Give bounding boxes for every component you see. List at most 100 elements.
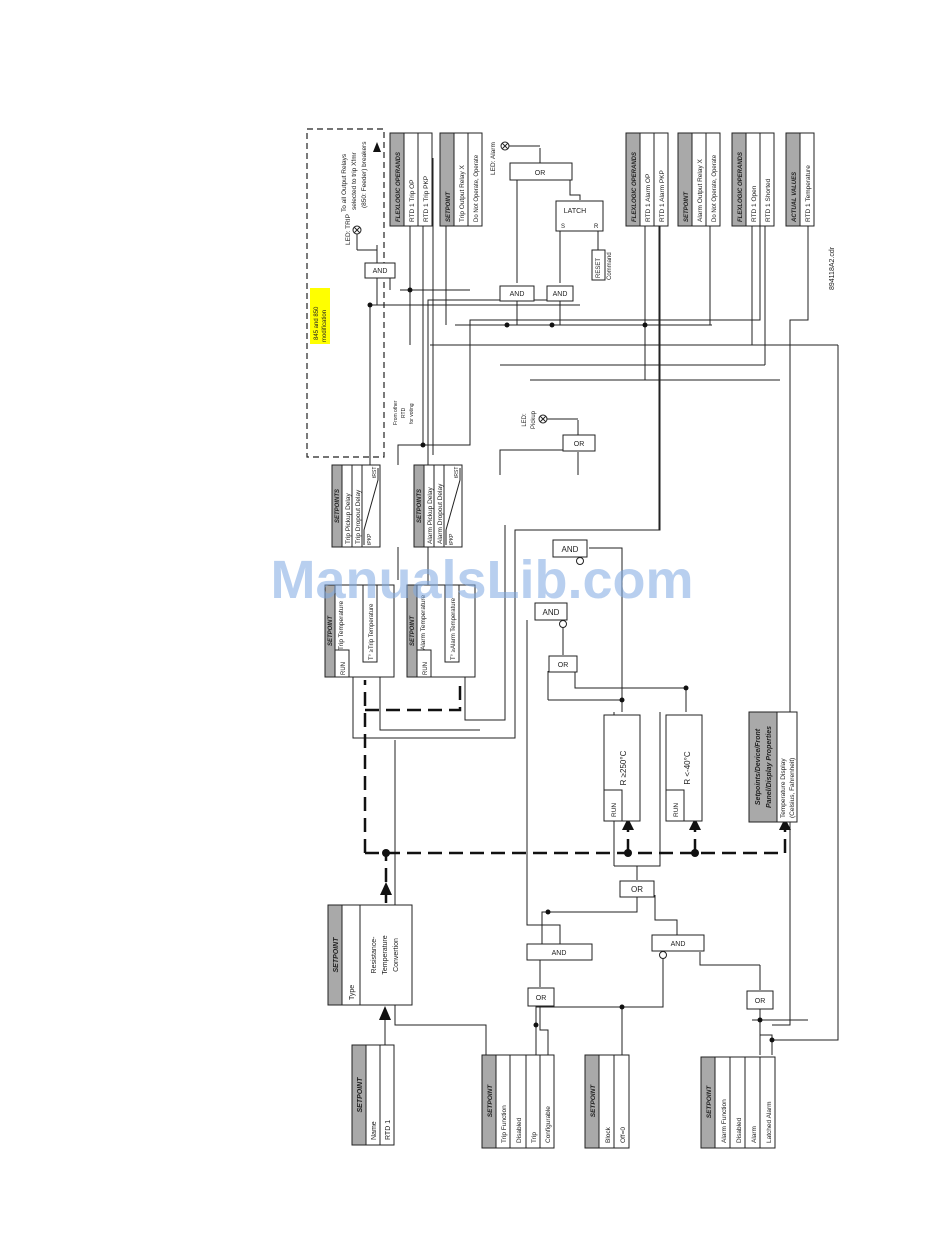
flex-alarm-op: RTD 1 Alarm OP	[645, 174, 652, 222]
modification-label-2: modification	[322, 310, 328, 342]
flex-alarm-pkp: RTD 1 Alarm PKP	[659, 170, 666, 222]
gates: OR OR AND AND OR OR AND AND OR AND AND O…	[364, 162, 774, 1010]
display-properties-row-1: Temperature Display	[780, 758, 787, 818]
modification-label-1: 845 and 850	[314, 306, 320, 340]
alarm-tpkp: tPKP	[449, 533, 455, 545]
trip-temperature-title: SETPOINT	[328, 615, 334, 646]
voting-note-3: for voting	[409, 403, 415, 424]
and-gate-alarm-op: AND	[510, 291, 525, 298]
voting-note: From other RTD for voting	[393, 400, 415, 425]
output-note-3: (850: Feeder) breakers	[361, 141, 368, 208]
setpoint-name-value: RTD 1	[385, 1120, 392, 1140]
latch-r: R	[594, 224, 599, 230]
alarm-function-label: Alarm Function	[721, 1099, 728, 1143]
setpoint-type-title: SETPOINT	[333, 937, 340, 973]
voting-note-1: From other	[393, 400, 399, 425]
setpoint-type-value-3: Convertion	[393, 938, 400, 972]
and-gate-alarm-temp: AND	[562, 545, 579, 554]
setpoint-name-label: Name	[371, 1121, 378, 1140]
trip-function-disabled: Disabled	[516, 1117, 523, 1143]
setpoint-block-block: SETPOINT Block Off=0	[584, 1054, 630, 1149]
output-relay-note: To all Output Relays selected to trip Xf…	[341, 141, 368, 212]
comparator-high: RUN R ≥250°C	[603, 714, 641, 822]
or-gate-alarm: OR	[535, 170, 546, 177]
trip-relay-title: SETPOINT	[446, 191, 452, 222]
trip-temperature-block: SETPOINT Trip Temperature RUN T° ≥Trip T…	[324, 584, 395, 678]
modification-boundary	[306, 128, 385, 458]
alarm-temperature-run: RUN	[423, 662, 429, 675]
actual-values-title: ACTUAL VALUES	[792, 172, 798, 223]
alarm-relay-title: SETPOINT	[684, 191, 690, 222]
flexlogic-trip-block: FLEXLOGIC OPERANDS RTD 1 Trip OP RTD 1 T…	[389, 132, 433, 227]
voting-note-2: RTD	[401, 407, 407, 418]
setpoint-trip-function-block: SETPOINT Trip Function Disabled Trip Con…	[481, 1054, 555, 1149]
arrowheads	[373, 142, 791, 1020]
flex-open-title: FLEXLOGIC OPERANDS	[738, 152, 744, 222]
setpoint-name-block: SETPOINT Name RTD 1	[351, 1044, 395, 1146]
trip-relay-value: Do Not Operate, Operate	[474, 154, 480, 222]
trip-delay-title: SETPOINTS	[335, 489, 341, 523]
setpoint-type-value-2: Temperature	[382, 935, 389, 974]
and-gate-alarm-latch: AND	[553, 291, 568, 298]
trip-function-title: SETPOINT	[487, 1084, 494, 1118]
actual-values-block: ACTUAL VALUES RTD 1 Temperature	[785, 132, 815, 227]
or-gate-pickup: OR	[574, 441, 585, 448]
modification-highlight: 845 and 850 modification	[310, 288, 330, 344]
alarm-function-disabled: Disabled	[736, 1117, 743, 1143]
display-properties-title-2: Panel/Display Properties	[766, 726, 773, 808]
or-gate-alarm-function: OR	[755, 998, 766, 1005]
flex-trip-title: FLEXLOGIC OPERANDS	[396, 152, 402, 222]
flexlogic-open-block: FLEXLOGIC OPERANDS RTD 1 Open RTD 1 Shor…	[731, 132, 775, 227]
led-pickup: LED: Pickup	[522, 410, 578, 429]
comparator-high-run: RUN	[611, 803, 618, 817]
flex-trip-op: RTD 1 Trip OP	[409, 179, 416, 222]
watermark: ManualsLib.com	[270, 550, 693, 610]
alarm-temperature-block: SETPOINT Alarm Temperature RUN T° ≥Alarm…	[406, 584, 476, 678]
setpoint-alarm-function-block: SETPOINT Alarm Function Disabled Alarm L…	[700, 1056, 776, 1149]
and-gate-trip-enable: AND	[552, 950, 567, 957]
block-value: Off=0	[620, 1127, 627, 1143]
trip-dropout-delay: Trip Dropout Delay	[355, 489, 362, 544]
alarm-delay-block: SETPOINTS Alarm Pickup Delay Alarm Dropo…	[413, 464, 463, 548]
block-label: Block	[605, 1126, 612, 1143]
or-gate-enable: OR	[631, 885, 643, 894]
display-properties-row-2: (Celsius, Fahrenheit)	[789, 758, 796, 818]
setpoint-type-value-1: Resistance-	[371, 936, 378, 974]
and-gate-trip-output: AND	[373, 268, 388, 275]
or-gate-trip-function: OR	[536, 995, 547, 1002]
trip-delay-block: SETPOINTS Trip Pickup Delay Trip Dropout…	[331, 464, 381, 548]
latch-block: LATCH	[564, 208, 586, 215]
flex-open-open: RTD 1 Open	[751, 185, 758, 222]
led-alarm: LED: Alarm	[490, 141, 540, 175]
block-title: SETPOINT	[590, 1084, 597, 1118]
trip-function-configurable: Configurable	[545, 1106, 552, 1143]
alarm-delay-title: SETPOINTS	[417, 489, 423, 523]
setpoint-trip-relay-block: SETPOINT Trip Output Relay X Do Not Oper…	[439, 132, 483, 227]
alarm-pickup-delay: Alarm Pickup Delay	[427, 487, 434, 544]
alarm-function-latched: Latched Alarm	[766, 1101, 773, 1143]
wiring	[352, 148, 839, 1055]
latch-s: S	[561, 224, 565, 230]
led-trip: LED: TRIP	[345, 214, 377, 251]
led-pickup-label-1: LED:	[522, 413, 528, 427]
flex-alarm-title: FLEXLOGIC OPERANDS	[632, 152, 638, 222]
figure-code: 894118A2.cdr	[829, 246, 836, 290]
comparator-low: RUN R <-40°C	[665, 714, 703, 822]
setpoint-alarm-relay-block: SETPOINT Alarm Output Relay X Do Not Ope…	[677, 132, 721, 227]
trip-temperature-label: Trip Temperature	[338, 600, 345, 650]
flexlogic-alarm-block: FLEXLOGIC OPERANDS RTD 1 Alarm OP RTD 1 …	[625, 132, 669, 227]
setpoint-type-label: Type	[349, 985, 356, 1000]
alarm-temperature-label: Alarm Temperature	[420, 594, 427, 650]
display-properties-title-1: Setpoints/Device/Front	[755, 728, 762, 805]
flex-trip-pkp: RTD 1 Trip PKP	[423, 176, 430, 222]
reset-command: Command	[607, 252, 613, 280]
alarm-relay-value: Do Not Operate, Operate	[712, 154, 718, 222]
alarm-dropout-delay: Alarm Dropout Delay	[437, 483, 444, 544]
comparator-low-run: RUN	[673, 803, 680, 817]
and-gate-alarm-enable: AND	[671, 941, 686, 948]
trip-function-trip: Trip	[531, 1132, 538, 1143]
reset-label: RESET	[596, 258, 602, 278]
setpoint-name-title: SETPOINT	[357, 1077, 364, 1113]
junction-dots	[367, 287, 775, 1043]
